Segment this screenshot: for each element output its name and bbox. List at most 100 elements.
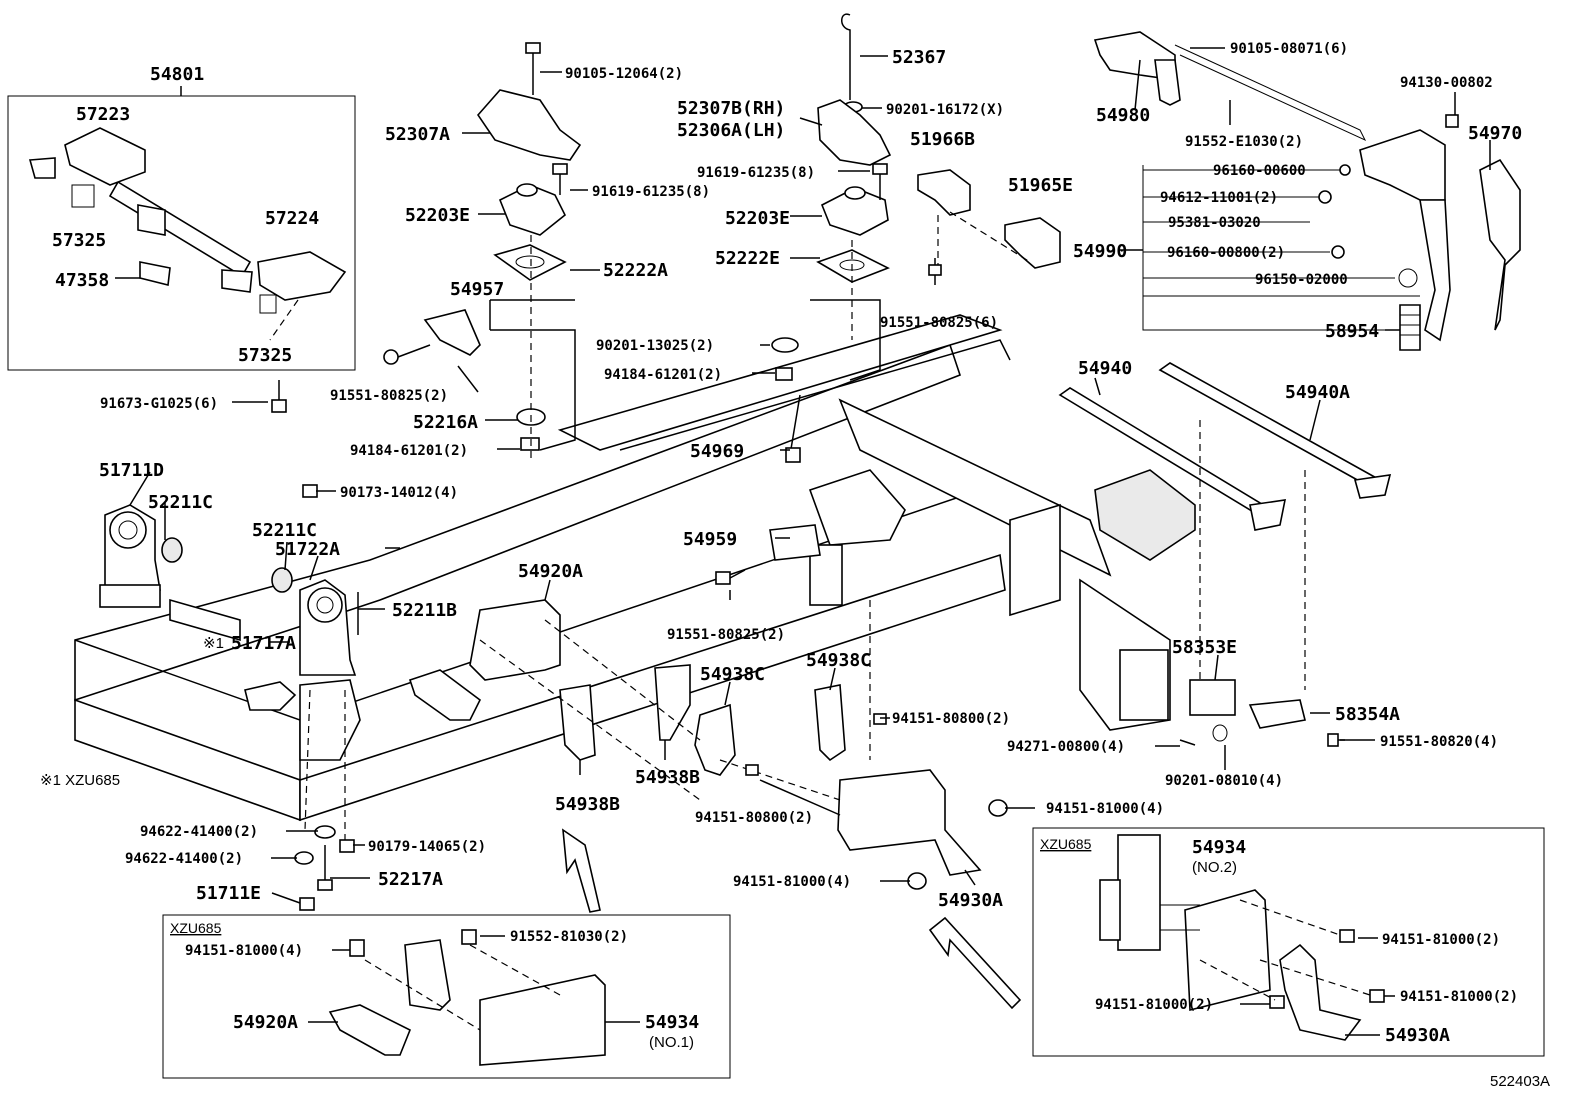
label-52203E-b: 52203E (725, 208, 790, 229)
label-90105-12064: 90105-12064(2) (565, 66, 683, 82)
label-57224: 57224 (265, 208, 319, 229)
part-labels: 54801 57223 57325 57224 47358 57325 9167… (40, 41, 1550, 1090)
label-54957: 54957 (450, 279, 504, 300)
label-52307B: 52307B(RH) (677, 98, 785, 119)
label-90201-16172: 90201-16172(X) (886, 102, 1004, 118)
label-51722A: 51722A (275, 539, 340, 560)
inset-right-title: XZU685 (1040, 836, 1092, 852)
label-94151-80800-b: 94151-80800(2) (695, 810, 813, 826)
label-54938C-b: 54938C (700, 664, 765, 685)
label-51711D: 51711D (99, 460, 164, 481)
label-90179-14065: 90179-14065(2) (368, 839, 486, 855)
label-52217A: 52217A (378, 869, 443, 890)
label-94612-11001: 94612-11001(2) (1160, 190, 1278, 206)
cross-rods (1058, 362, 1392, 710)
label-57223: 57223 (76, 104, 130, 125)
label-54934-b-no: (NO.2) (1192, 859, 1237, 876)
label-58353E: 58353E (1172, 637, 1237, 658)
chassis-frame (74, 299, 1196, 822)
inset-54801 (7, 86, 356, 371)
label-54934-b: 54934 (1192, 837, 1246, 858)
label-94151-81000-a: 94151-81000(4) (1046, 801, 1164, 817)
label-94184-61201-a: 94184-61201(2) (350, 443, 468, 459)
label-52307A: 52307A (385, 124, 450, 145)
label-90201-13025: 90201-13025(2) (596, 338, 714, 354)
brackets-51966B-51965E (917, 169, 1061, 285)
label-51711E: 51711E (196, 883, 261, 904)
label-52211B: 52211B (392, 600, 457, 621)
label-91619-61235-b: 91619-61235(8) (697, 165, 815, 181)
label-54934-a: 54934 (645, 1012, 699, 1033)
label-57325-b: 57325 (238, 345, 292, 366)
inset-box-left (162, 914, 731, 1079)
label-54938B-b: 54938B (555, 794, 620, 815)
label-57325-a: 57325 (52, 230, 106, 251)
label-47358: 47358 (55, 270, 109, 291)
label-52367: 52367 (892, 47, 946, 68)
label-90173-14012: 90173-14012(4) (340, 485, 458, 501)
label-54980: 54980 (1096, 105, 1150, 126)
brackets-54920A-54938 (271, 309, 1345, 890)
label-52203E-a: 52203E (405, 205, 470, 226)
inset-box-right (1032, 827, 1545, 1057)
label-note-symbol: ※1 (203, 635, 224, 652)
label-91551-80825-b: 91551-80825(6) (880, 315, 998, 331)
label-52306A: 52306A(LH) (677, 120, 785, 141)
label-54940A: 54940A (1285, 382, 1350, 403)
label-95381-03020: 95381-03020 (1168, 215, 1261, 231)
label-96160-00800: 96160-00800(2) (1167, 245, 1285, 261)
label-96160-00600: 96160-00600 (1213, 163, 1306, 179)
label-54940: 54940 (1078, 358, 1132, 379)
label-58354A: 58354A (1335, 704, 1400, 725)
label-54934-a-no: (NO.1) (649, 1034, 694, 1051)
label-51966B: 51966B (910, 129, 975, 150)
label-54920A: 54920A (518, 561, 583, 582)
label-94151-81000-c: 94151-81000(4) (185, 943, 303, 959)
label-94151-81000-f: 94151-81000(2) (1095, 997, 1213, 1013)
label-96150-02000: 96150-02000 (1255, 272, 1348, 288)
label-91673-G1025: 91673-G1025(6) (100, 396, 218, 412)
label-94151-81000-b: 94151-81000(4) (733, 874, 851, 890)
label-52216A: 52216A (413, 412, 478, 433)
label-54801: 54801 (150, 64, 204, 85)
label-54938B-a: 54938B (635, 767, 700, 788)
label-58954: 58954 (1325, 321, 1379, 342)
label-52222E: 52222E (715, 248, 780, 269)
label-90105-08071: 90105-08071(6) (1230, 41, 1348, 57)
label-54990: 54990 (1073, 241, 1127, 262)
label-90201-08010: 90201-08010(4) (1165, 773, 1283, 789)
label-94130-00802: 94130-00802 (1400, 75, 1493, 91)
label-94184-61201-b: 94184-61201(2) (604, 367, 722, 383)
label-54959: 54959 (683, 529, 737, 550)
leader-lines (115, 47, 1491, 1036)
inset-left-title: XZU685 (170, 920, 222, 936)
label-91551-80820: 91551-80820(4) (1380, 734, 1498, 750)
spare-carrier-group (1093, 31, 1521, 351)
mount-51711D (99, 504, 361, 911)
label-94151-81000-d: 94151-81000(2) (1382, 932, 1500, 948)
label-94271-00800: 94271-00800(4) (1007, 739, 1125, 755)
label-91552-81030: 91552-81030(2) (510, 929, 628, 945)
mount-stack-left (476, 42, 582, 460)
label-54930A-a: 54930A (938, 890, 1003, 911)
label-54969: 54969 (690, 441, 744, 462)
label-94151-80800-a: 94151-80800(2) (892, 711, 1010, 727)
label-54920A-b: 54920A (233, 1012, 298, 1033)
label-52211C-b: 52211C (252, 520, 317, 541)
label-91551-80825-a: 91551-80825(2) (330, 388, 448, 404)
drawing-code: 522403A (1490, 1073, 1550, 1090)
label-54970: 54970 (1468, 123, 1522, 144)
label-91552-E1030: 91552-E1030(2) (1185, 134, 1303, 150)
label-94622-41400-b: 94622-41400(2) (125, 851, 243, 867)
label-52222A: 52222A (603, 260, 668, 281)
label-94622-41400-a: 94622-41400(2) (140, 824, 258, 840)
label-91551-80825-c: 91551-80825(2) (667, 627, 785, 643)
direction-arrows (562, 828, 1022, 1010)
label-note-xzu685: ※1 XZU685 (40, 772, 120, 789)
label-51965E: 51965E (1008, 175, 1073, 196)
label-91619-61235-a: 91619-61235(8) (592, 184, 710, 200)
label-51717A: 51717A (231, 633, 296, 654)
label-54938C-a: 54938C (806, 650, 871, 671)
label-94151-81000-e: 94151-81000(2) (1400, 989, 1518, 1005)
